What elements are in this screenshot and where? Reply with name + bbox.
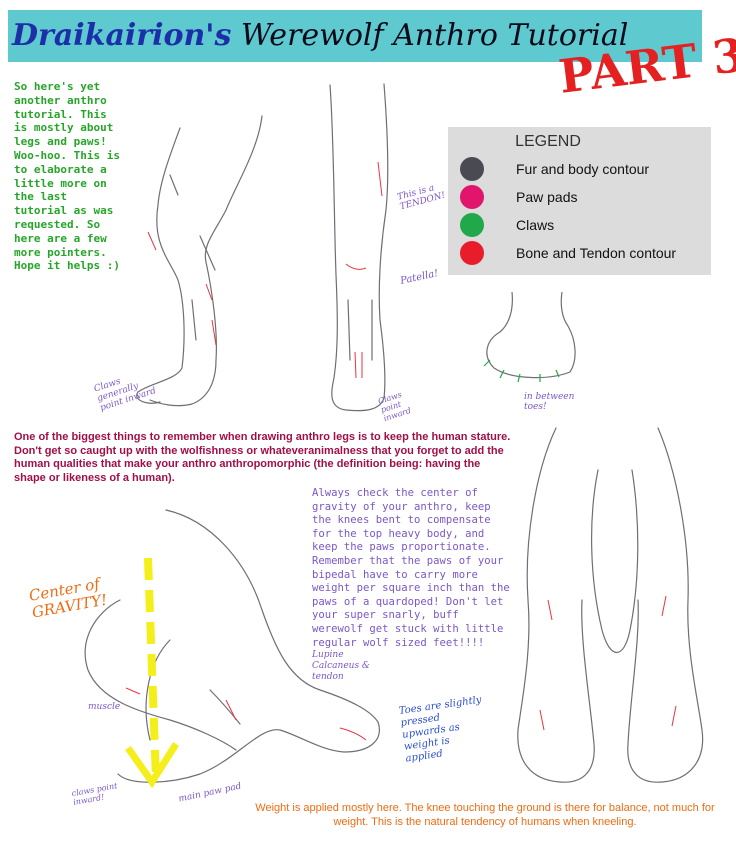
legend-item-fur: Fur and body contour (460, 157, 710, 181)
stature-note: One of the biggest things to remember wh… (14, 431, 511, 484)
paw-closeup-sketch (486, 291, 576, 379)
legend-label-fur: Fur and body contour (516, 161, 650, 177)
kneeling-tendons (125, 687, 367, 741)
gravity-arrowhead (125, 742, 179, 789)
page-title: Draikairion's Werewolf Anthro Tutorial (12, 14, 702, 58)
front-leg-tendons (345, 161, 383, 379)
back-legs-sketch (517, 427, 704, 783)
legend-box: LEGEND Fur and body contour Paw pads Cla… (448, 127, 711, 275)
gravity-line (144, 557, 160, 781)
lupine-annotation: Lupine Calcaneus & tendon (312, 650, 370, 682)
legend-item-paw-pads: Paw pads (460, 185, 710, 209)
intro-text: So here's yet another anthro tutorial. T… (14, 80, 120, 273)
legend-title: LEGEND (515, 133, 581, 150)
legend-label-bone: Bone and Tendon contour (516, 245, 677, 261)
weight-note: Weight is applied mostly here. The knee … (255, 802, 715, 828)
gravity-note: Always check the center of gravity of yo… (312, 487, 510, 649)
title-banner (8, 10, 702, 62)
legend-swatch-bone (460, 241, 484, 265)
back-legs-tendons (539, 595, 677, 731)
between-toes-annotation: in between toes! (524, 392, 575, 412)
legend-label-claws: Claws (516, 217, 555, 233)
side-leg-sketch (136, 115, 263, 407)
front-leg-sketch (329, 83, 389, 412)
title-text: Werewolf Anthro Tutorial (240, 18, 629, 53)
legend-swatch-fur (460, 157, 484, 181)
legend-swatch-paw-pads (460, 185, 484, 209)
paw-claws (483, 359, 560, 383)
kneeling-sketch (84, 509, 380, 783)
muscle-annotation: muscle (88, 702, 121, 712)
side-leg-tendons (147, 231, 217, 346)
legend-label-paw-pads: Paw pads (516, 189, 578, 205)
legend-item-bone: Bone and Tendon contour (460, 241, 710, 265)
legend-item-claws: Claws (460, 213, 710, 237)
toes-pressed-annotation: Toes are slightly pressed upwards as wei… (398, 694, 483, 765)
author-name: Draikairion's (12, 18, 232, 53)
legend-swatch-claws (460, 213, 484, 237)
